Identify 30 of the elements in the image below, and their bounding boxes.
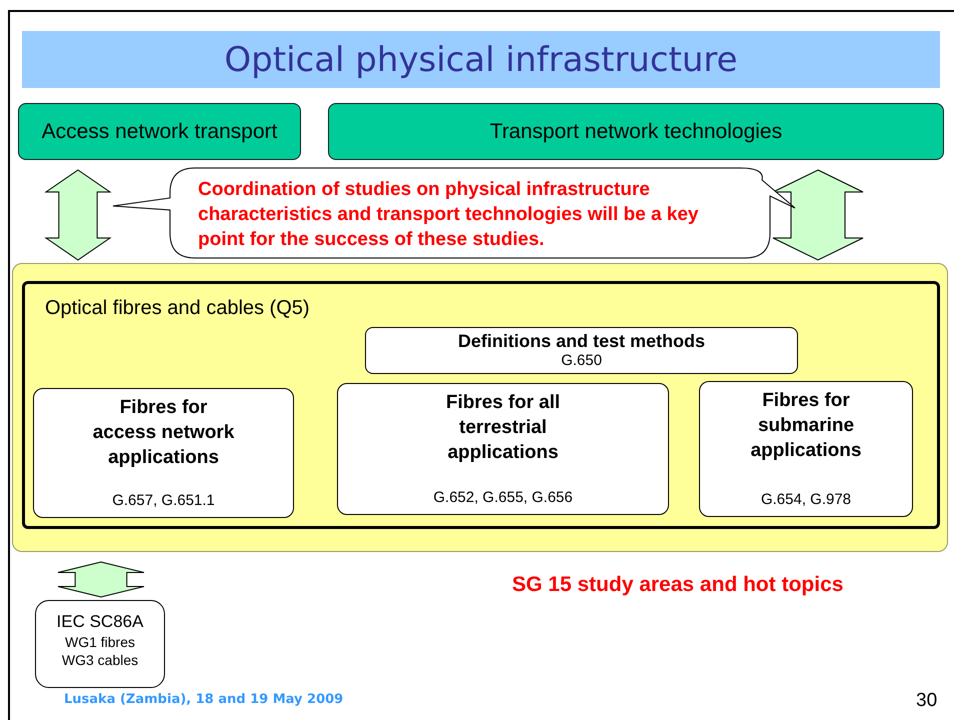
fibre-box — [33, 388, 294, 518]
study-area-panel — [12, 263, 948, 552]
heading-note: SG 15 study areas and hot topics — [512, 573, 844, 597]
footer-note: Lusaka (Zambia), 18 and 19 May 2009 — [64, 692, 344, 707]
page-number: 30 — [916, 690, 938, 712]
definitions-box — [365, 327, 798, 374]
box-heading: Fibres for submarine applications — [750, 389, 862, 463]
recommendation-codes: G.652, G.655, G.656 — [432, 489, 574, 506]
iec-box — [35, 600, 165, 688]
fibre-box — [337, 383, 669, 515]
double-arrow — [772, 169, 864, 261]
working-groups: WG1 fibres WG3 cables — [60, 633, 140, 669]
section-heading: Optical fibres and cables (Q5) — [45, 297, 310, 320]
topic-title: Access network transport — [42, 120, 278, 144]
box-heading: Fibres for access network applications — [92, 396, 236, 470]
title: Optical physical infrastructure — [224, 40, 738, 80]
recommendation-codes: G.650 — [560, 352, 603, 369]
question-frame — [22, 281, 940, 529]
callout-text: Coordination of studies on physical infrastructure characteristics and transport technologies will be a key point for the success of these studies. — [198, 178, 700, 252]
committee-name: IEC SC86A — [56, 611, 144, 633]
box-heading: Definitions and test methods — [456, 331, 706, 352]
topic-box — [18, 103, 301, 160]
recommendation-codes: G.657, G.651.1 — [111, 492, 216, 509]
topic-title: Transport network technologies — [490, 120, 782, 144]
box-heading: Fibres for all terrestrial applications — [444, 391, 562, 465]
double-arrow — [44, 169, 112, 261]
recommendation-codes: G.654, G.978 — [760, 491, 852, 508]
double-arrow — [58, 561, 144, 598]
topic-box — [328, 103, 944, 160]
fibre-box — [699, 381, 913, 517]
